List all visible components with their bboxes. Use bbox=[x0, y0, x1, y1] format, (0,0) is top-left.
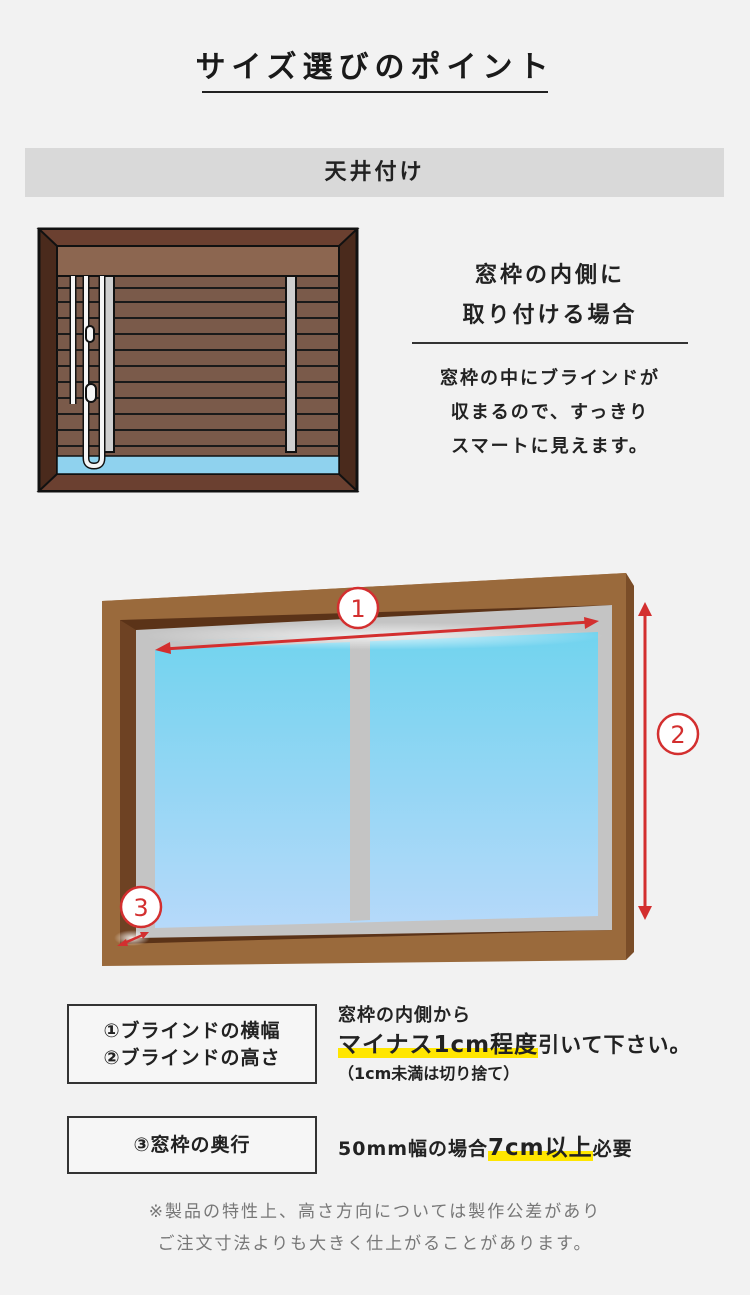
height-label: ②ブラインドの高さ bbox=[103, 1047, 281, 1069]
spec1-line2: マイナス1cm程度引いて下さい。 bbox=[338, 1029, 692, 1061]
case-title-line1: 窓枠の内側に bbox=[474, 263, 625, 288]
marker-3-text: 3 bbox=[133, 894, 148, 922]
depth-label: ③窓枠の奥行 bbox=[133, 1134, 251, 1156]
spec1-highlight: マイナス1cm程度 bbox=[338, 1032, 539, 1058]
case-title-line2: 取り付ける場合 bbox=[462, 303, 638, 328]
marker-3-circle bbox=[119, 885, 163, 929]
marker-1-text: 1 bbox=[350, 595, 365, 623]
blind-illustration bbox=[36, 227, 360, 493]
case-desc-line3: スマートに見えます。 bbox=[451, 436, 649, 457]
spec2-prefix: 50mm幅の場合 bbox=[338, 1138, 489, 1160]
spec1-line1: 窓枠の内側から bbox=[338, 1005, 471, 1026]
width-height-spec: 窓枠の内側から マイナス1cm程度引いて下さい。 （1cm未満は切り捨て） bbox=[338, 1003, 692, 1087]
width-height-label-box: ①ブラインドの横幅 ②ブラインドの高さ bbox=[67, 1004, 317, 1084]
section-header: 天井付け bbox=[25, 148, 724, 197]
marker-2-text: 2 bbox=[670, 721, 685, 749]
depth-spec: 50mm幅の場合7cm以上必要 bbox=[338, 1128, 633, 1162]
spec2-highlight: 7cm以上 bbox=[488, 1135, 593, 1161]
title-underline bbox=[202, 91, 548, 93]
tolerance-note: ※製品の特性上、高さ方向については製作公差があり ご注文寸法よりも大きく仕上がる… bbox=[0, 1196, 750, 1260]
spec2-suffix: 必要 bbox=[592, 1138, 633, 1160]
note-line1: ※製品の特性上、高さ方向については製作公差があり bbox=[148, 1202, 602, 1222]
window-diagram: 1 2 3 bbox=[102, 573, 700, 966]
note-line2: ご注文寸法よりも大きく仕上がることがあります。 bbox=[157, 1234, 593, 1254]
marker-1-circle bbox=[336, 586, 380, 630]
case-title: 窓枠の内側に 取り付ける場合 bbox=[412, 256, 688, 336]
spec1-rest: 引いて下さい。 bbox=[538, 1033, 692, 1057]
page-title: サイズ選びのポイント bbox=[195, 50, 555, 85]
case-desc-line2: 収まるので、すっきり bbox=[450, 402, 650, 423]
case-divider bbox=[412, 342, 688, 344]
case-description: 窓枠の中にブラインドが 収まるので、すっきり スマートに見えます。 bbox=[412, 362, 688, 464]
case-desc-line1: 窓枠の中にブラインドが bbox=[440, 368, 660, 389]
marker-2-circle bbox=[656, 712, 700, 756]
spec1-note: （1cm未満は切り捨て） bbox=[338, 1064, 520, 1083]
depth-label-box: ③窓枠の奥行 bbox=[67, 1116, 317, 1174]
width-label: ①ブラインドの横幅 bbox=[103, 1020, 281, 1042]
